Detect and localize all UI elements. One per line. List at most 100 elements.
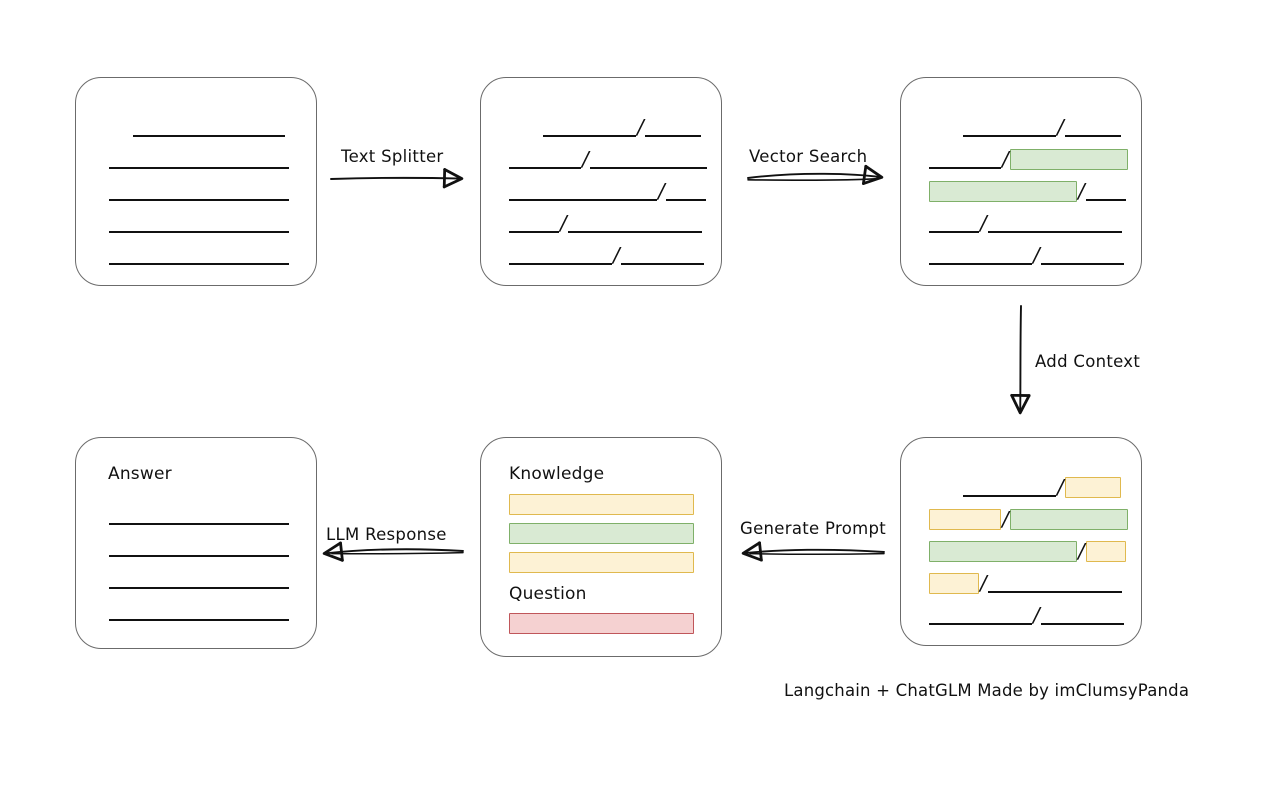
- text-line: [109, 167, 289, 169]
- text-row: /: [481, 211, 702, 235]
- text-row: /: [901, 179, 1126, 203]
- highlight-chip-yellow: [929, 573, 979, 594]
- text-row: [76, 572, 289, 590]
- text-line: [109, 231, 289, 233]
- context-chunks-rows: /////: [901, 438, 1141, 645]
- highlight-chip-yellow: [1064, 477, 1121, 498]
- slash-separator: /: [658, 179, 665, 203]
- arrow-llm-response: [322, 541, 464, 562]
- prompt-question-label: Question: [509, 584, 587, 604]
- text-line: [929, 167, 1001, 169]
- prompt-bar-green: [509, 523, 694, 544]
- matched-chunks-rows: / / / / /: [901, 78, 1141, 285]
- text-line: [109, 199, 289, 201]
- prompt-question-bars: [481, 438, 721, 656]
- text-row: [76, 216, 289, 234]
- highlight-chip-green: [929, 541, 1077, 562]
- slash-separator: /: [582, 147, 589, 171]
- text-line: [509, 199, 657, 201]
- highlight-chip-green: [1009, 509, 1128, 530]
- text-row: /: [901, 475, 1121, 499]
- node-answer[interactable]: Answer: [75, 437, 317, 649]
- text-line: [1064, 135, 1121, 137]
- text-row: [76, 120, 285, 138]
- source-document-rows: [76, 78, 316, 285]
- text-row: /: [901, 115, 1121, 139]
- text-row: /: [901, 603, 1124, 627]
- slash-separator: /: [980, 211, 987, 235]
- text-line: [963, 495, 1056, 497]
- text-row: /: [481, 147, 707, 171]
- text-line: [543, 135, 636, 137]
- text-line: [987, 591, 1122, 593]
- text-line: [589, 167, 707, 169]
- text-line: [1040, 263, 1124, 265]
- text-line: [567, 231, 702, 233]
- slash-separator: /: [1057, 475, 1064, 499]
- text-line: [620, 263, 704, 265]
- text-line: [929, 623, 1032, 625]
- split-chunks-rows: / / / / /: [481, 78, 721, 285]
- text-line: [109, 263, 289, 265]
- text-row: [76, 184, 289, 202]
- prompt-bar-yellow: [509, 552, 694, 573]
- slash-separator: /: [1033, 243, 1040, 267]
- slash-separator: /: [1002, 147, 1009, 171]
- text-line: [644, 135, 701, 137]
- text-line: [987, 231, 1122, 233]
- text-row: /: [481, 179, 706, 203]
- footer-credit: Langchain + ChatGLM Made by imClumsyPand…: [784, 681, 1190, 700]
- edge-label-vector-search: Vector Search: [749, 147, 868, 166]
- text-row: [76, 152, 289, 170]
- highlight-chip-yellow: [929, 509, 1001, 530]
- text-line: [509, 263, 612, 265]
- slash-separator: /: [1057, 115, 1064, 139]
- text-row: [76, 540, 289, 558]
- edge-label-text-splitter: Text Splitter: [341, 147, 444, 166]
- text-row: [76, 508, 289, 526]
- text-row: /: [901, 507, 1128, 531]
- slash-separator: /: [1002, 507, 1009, 531]
- slash-separator: /: [1033, 603, 1040, 627]
- text-line: [1040, 623, 1124, 625]
- arrow-text-splitter: [330, 168, 464, 189]
- arrow-vector-search: [747, 164, 884, 185]
- text-line: [665, 199, 706, 201]
- slash-separator: /: [560, 211, 567, 235]
- text-row: /: [901, 243, 1124, 267]
- slash-separator: /: [1078, 179, 1085, 203]
- text-row: [76, 604, 289, 622]
- text-line: [509, 167, 581, 169]
- slash-separator: /: [637, 115, 644, 139]
- text-line: [133, 135, 285, 137]
- node-split-chunks[interactable]: / / / / /: [480, 77, 722, 286]
- edge-label-generate-prompt: Generate Prompt: [740, 519, 886, 538]
- node-prompt[interactable]: Knowledge Question: [480, 437, 722, 657]
- text-line: [109, 587, 289, 589]
- highlight-chip-green: [1009, 149, 1128, 170]
- node-matched-chunks[interactable]: / / / / /: [900, 77, 1142, 286]
- text-line: [1085, 199, 1126, 201]
- text-row: /: [901, 211, 1122, 235]
- text-row: /: [481, 115, 701, 139]
- text-line: [509, 231, 559, 233]
- highlight-chip-yellow: [1085, 541, 1126, 562]
- prompt-bar-red: [509, 613, 694, 634]
- highlight-chip-green: [929, 181, 1077, 202]
- text-line: [109, 523, 289, 525]
- text-line: [963, 135, 1056, 137]
- text-line: [109, 619, 289, 621]
- node-source-document[interactable]: [75, 77, 317, 286]
- arrow-generate-prompt: [741, 541, 885, 562]
- arrow-add-context: [1010, 305, 1031, 415]
- slash-separator: /: [613, 243, 620, 267]
- text-line: [109, 555, 289, 557]
- prompt-knowledge-bars: [481, 438, 721, 656]
- node-context-chunks[interactable]: /////: [900, 437, 1142, 646]
- prompt-bar-yellow: [509, 494, 694, 515]
- text-row: /: [901, 541, 1126, 562]
- text-line: [929, 263, 1032, 265]
- prompt-knowledge-label: Knowledge: [509, 464, 605, 484]
- text-line: [929, 231, 979, 233]
